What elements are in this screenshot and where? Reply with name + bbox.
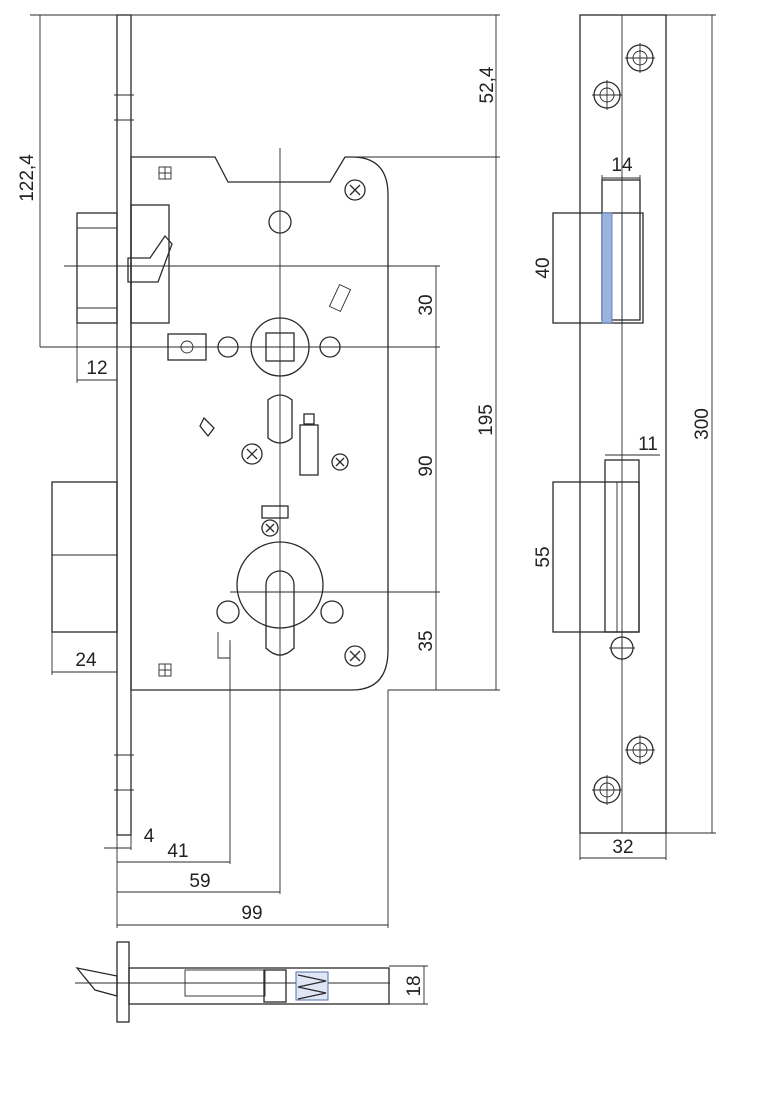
spring [295,971,329,1001]
dim-195: 195 [476,404,497,436]
dimension-labels: 52,4 122,4 30 195 90 35 12 24 4 41 59 99… [17,66,713,996]
dim-99: 99 [241,903,262,924]
latch-bolt [76,204,173,324]
front-dimension-lines [30,14,500,928]
small-squares [158,166,352,677]
dim-24: 24 [75,650,97,671]
dim-59: 59 [189,871,210,892]
dim-12: 12 [86,358,107,379]
mechanism-parts [199,394,319,519]
dim-55: 55 [533,546,554,567]
side-latch-slot [552,179,644,324]
lock-front-view [51,14,389,836]
side-deadbolt-slot [552,459,640,633]
dim-90: 90 [416,455,437,476]
forend-plate [116,14,132,836]
dim-122-4: 122,4 [17,154,38,202]
side-screws [592,43,655,805]
dim-52-4: 52,4 [477,66,498,103]
case-screws [241,179,366,667]
dim-41: 41 [167,841,188,862]
dead-bolt [51,481,118,633]
dim-300: 300 [692,408,713,440]
dim-4: 4 [144,826,155,847]
dim-14: 14 [611,155,633,176]
cylinder-cutout [217,541,324,659]
dim-35: 35 [416,630,437,651]
dim-11: 11 [638,434,658,455]
lock-bottom-view [75,941,428,1023]
dim-30: 30 [416,294,437,315]
dim-40: 40 [533,257,554,278]
lock-side-view [552,14,716,860]
dim-32: 32 [612,837,633,858]
dim-18: 18 [404,975,425,996]
